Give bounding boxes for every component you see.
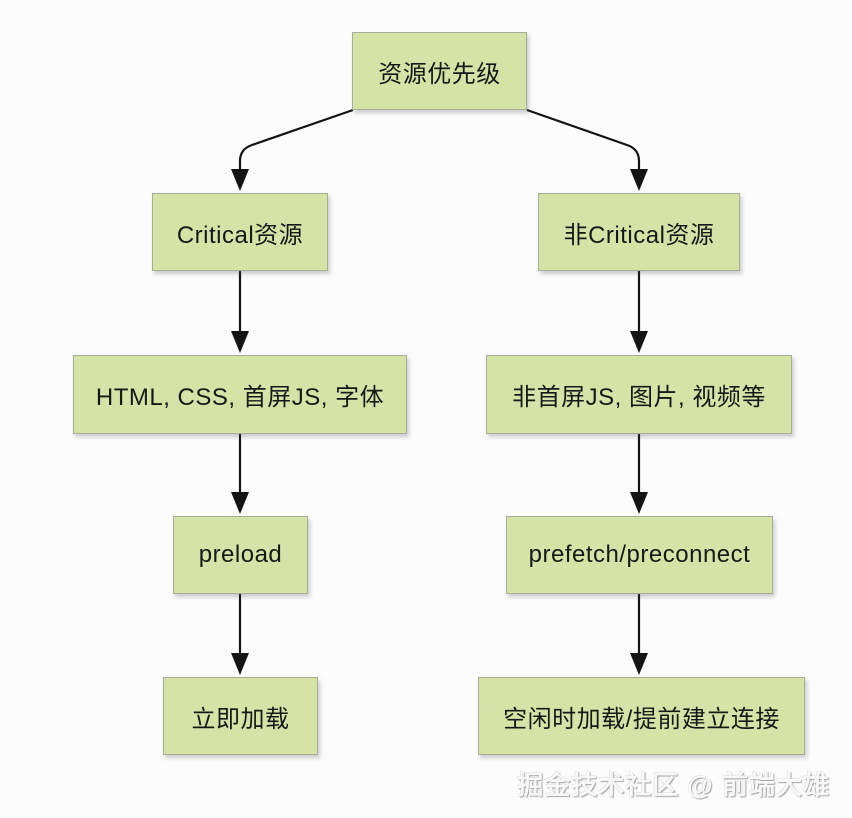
flow-node-critical: Critical资源 bbox=[152, 193, 328, 271]
arrow-root-to-critical bbox=[238, 108, 354, 170]
arrow-root-to-non-critical bbox=[526, 108, 641, 170]
flow-node-preload: preload bbox=[173, 516, 308, 594]
arrowhead-load-idle bbox=[630, 653, 648, 675]
flow-node-non-critical: 非Critical资源 bbox=[538, 193, 740, 271]
arrowhead-load-now bbox=[231, 653, 249, 675]
watermark-text: 掘金技术社区 @ 前端大雄 bbox=[517, 770, 830, 800]
flow-node-critical-resources: HTML, CSS, 首屏JS, 字体 bbox=[73, 355, 407, 434]
arrowhead-critical bbox=[231, 169, 249, 191]
flow-node-load-when-idle: 空闲时加载/提前建立连接 bbox=[478, 677, 805, 755]
flow-node-resource-priority: 资源优先级 bbox=[352, 32, 527, 110]
flow-node-non-critical-resources: 非首屏JS, 图片, 视频等 bbox=[486, 355, 792, 434]
arrowhead-non-critical bbox=[630, 169, 648, 191]
arrowhead-preload bbox=[231, 492, 249, 514]
arrowhead-non-critical-resources bbox=[630, 331, 648, 353]
flow-node-load-immediately: 立即加载 bbox=[163, 677, 318, 755]
arrowhead-prefetch bbox=[630, 492, 648, 514]
flow-node-prefetch-preconnect: prefetch/preconnect bbox=[506, 516, 773, 594]
arrowhead-critical-resources bbox=[231, 331, 249, 353]
